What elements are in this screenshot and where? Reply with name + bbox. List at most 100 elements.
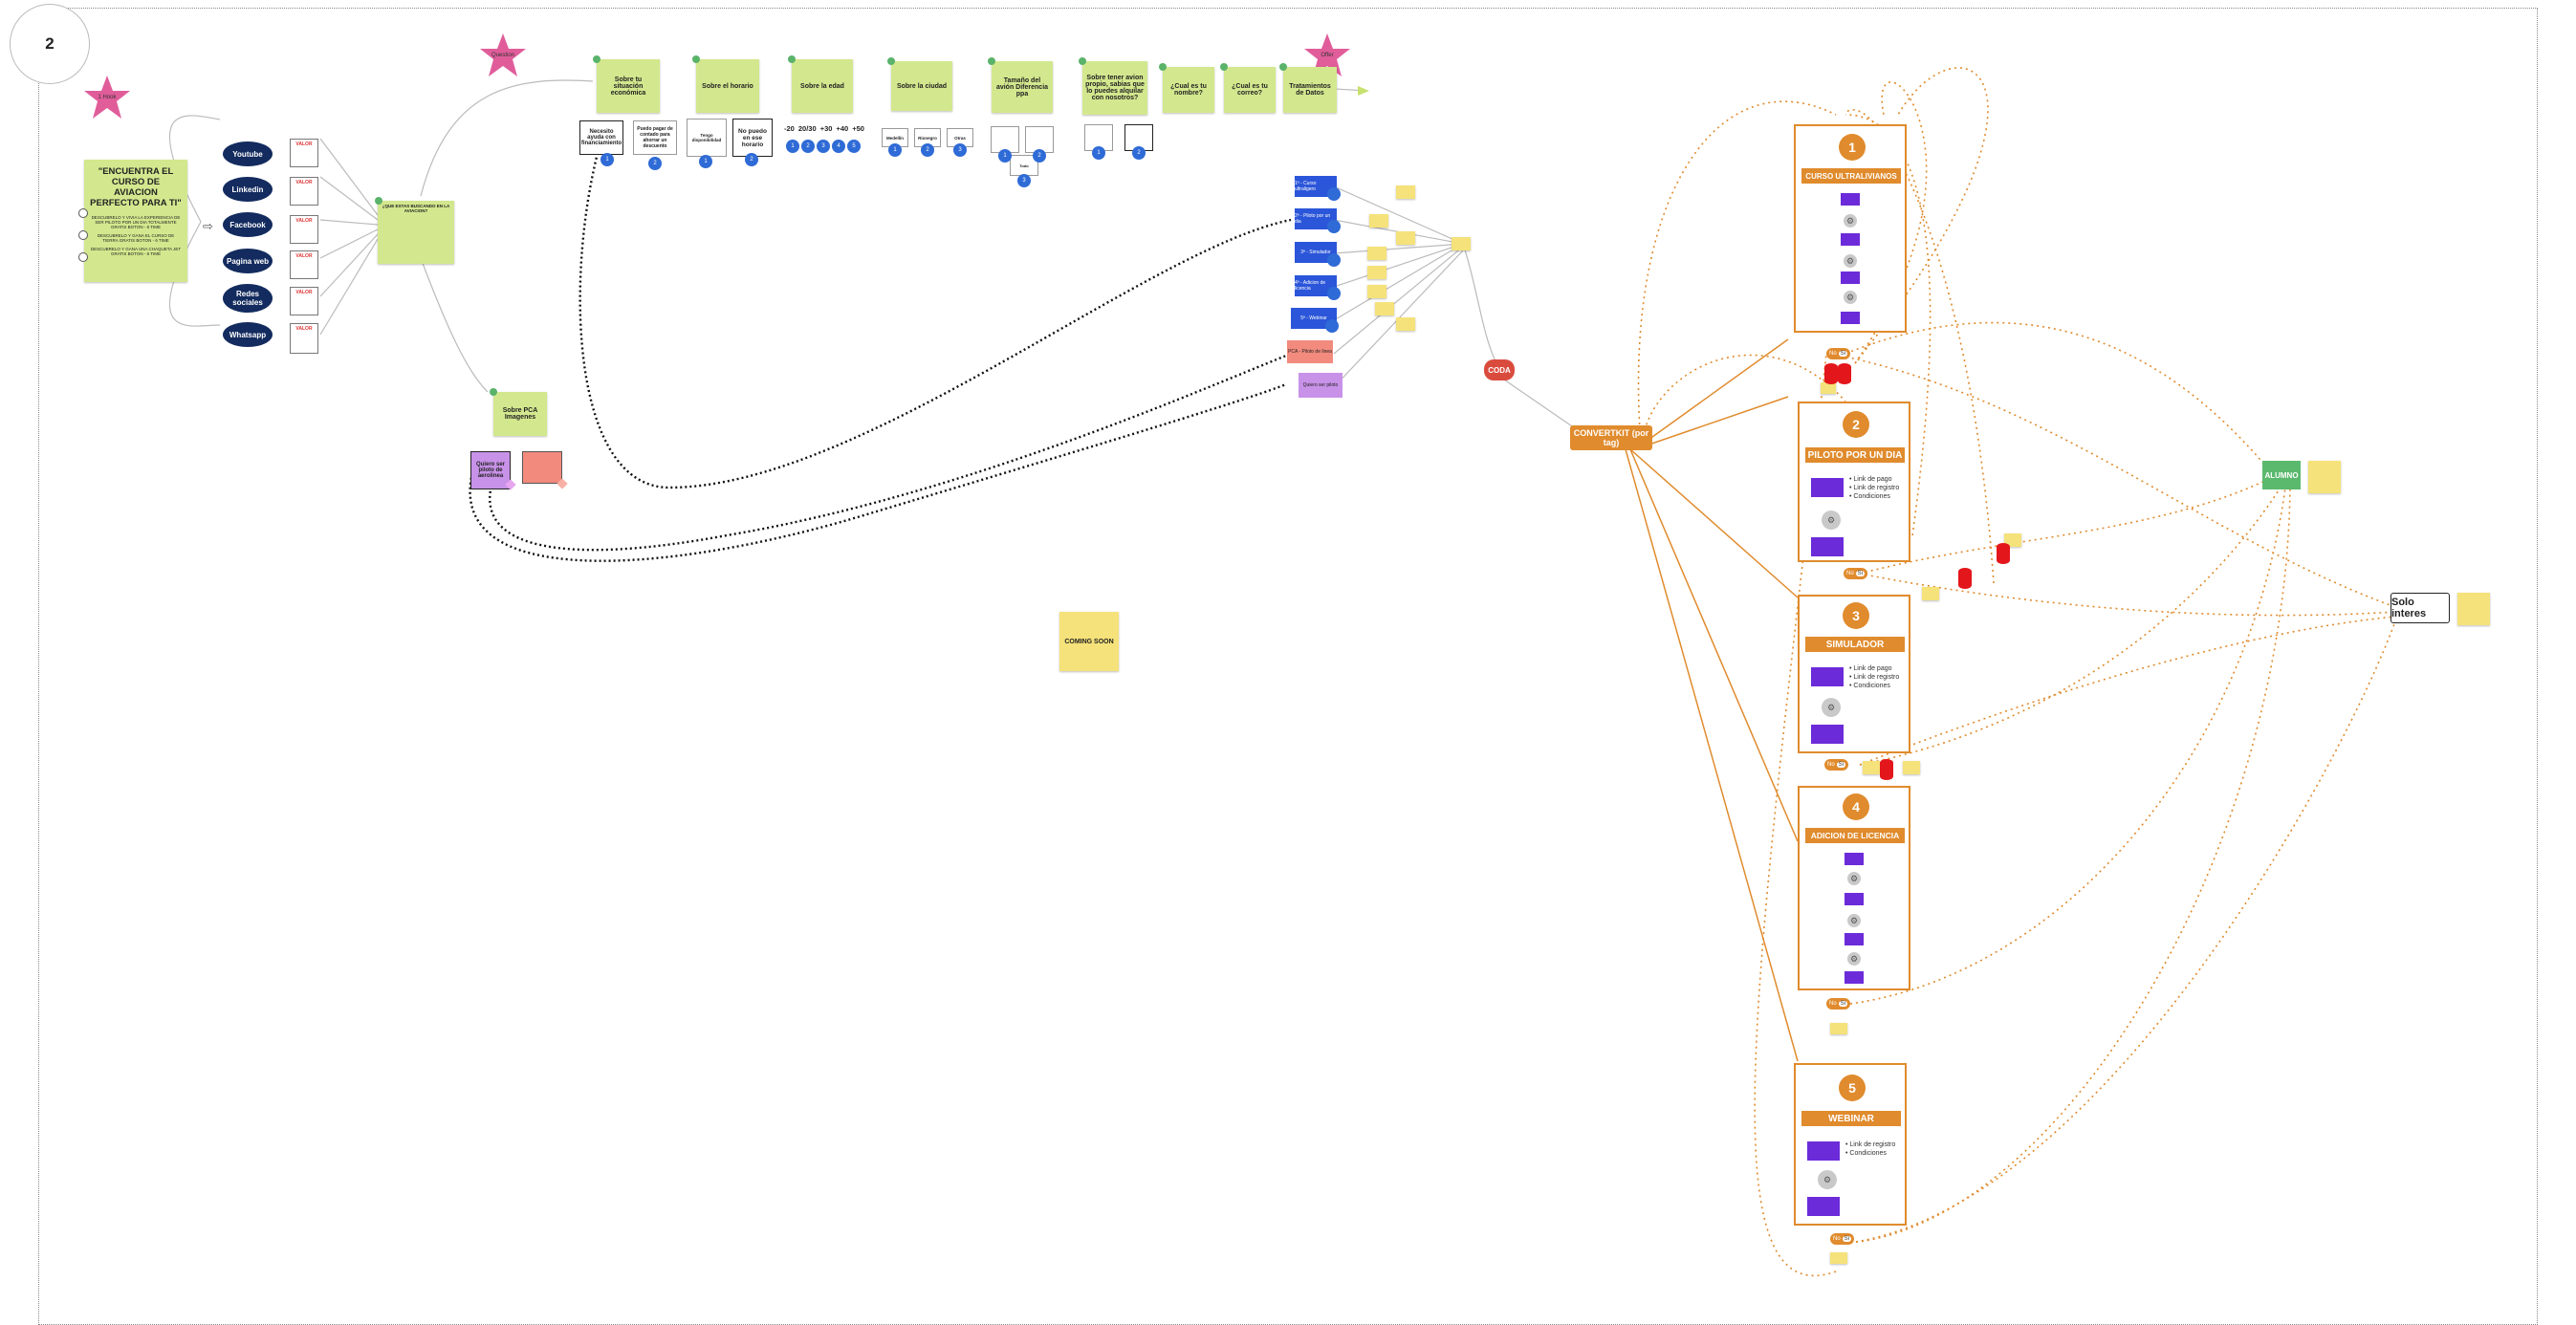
bullet: • Condiciones [1849, 492, 1890, 500]
pca-title: Sobre PCA Imagenes [502, 407, 538, 421]
age-option[interactable]: 20/30 [797, 124, 817, 133]
arrow-right-icon: ⇨ [203, 219, 213, 233]
question-sticky-6: Sobre tener avion propio, sabias que lo … [1082, 61, 1147, 115]
step-dot [375, 197, 382, 205]
bullet: • Link de registro [1849, 673, 1900, 681]
convertkit-node[interactable]: CONVERTKIT (por tag) [1570, 425, 1652, 450]
database-icon [1958, 568, 1972, 589]
channel-whatsapp[interactable]: Whatsapp [223, 322, 273, 347]
page-number-badge: 2 [10, 4, 90, 84]
channel-label: Redes sociales [232, 290, 263, 307]
channel-label: Whatsapp [229, 330, 267, 339]
result-marker [1325, 319, 1339, 333]
option-marker: 2 [745, 153, 758, 166]
note-sticky [1375, 302, 1394, 315]
channel-label: Pagina web [226, 256, 269, 266]
convertkit-label: CONVERTKIT (por tag) [1573, 427, 1649, 447]
channel-linkedin[interactable]: Linkedin [223, 177, 273, 202]
result-button[interactable]: 2ª - Piloto por un dia [1295, 208, 1337, 229]
hero-line: DESCUBRELO Y GANA UNA CHAQUETA JET GRATI… [90, 246, 182, 256]
hero-title: "ENCUENTRA EL CURSO DE AVIACION PERFECTO… [90, 166, 182, 208]
question-intro-sticky: ¿QUE ESTAS BUSCANDO EN LA AVIACION? [378, 201, 454, 264]
result-button[interactable]: Quiero ser piloto [1299, 373, 1343, 398]
option-label: Otras [954, 135, 966, 141]
channel-facebook[interactable]: Facebook [223, 212, 273, 237]
result-label: Quiero ser piloto [1302, 382, 1339, 388]
bullet: • Link de pago [1849, 476, 1892, 483]
database-icon [1997, 543, 2010, 564]
age-option[interactable]: +30 [819, 124, 833, 133]
answer-option[interactable]: Tengo disponibilidad [687, 119, 727, 157]
option-marker: 3 [953, 143, 967, 157]
channel-pagina-web[interactable]: Pagina web [223, 249, 273, 273]
card-label: VALOR [295, 218, 313, 224]
note-sticky [1367, 266, 1386, 279]
coda-label: CODA [1488, 365, 1511, 375]
alumno-node[interactable]: ALUMNO [2262, 461, 2301, 489]
pca-option-purple[interactable]: Quiero ser piloto de aerolinea [470, 451, 511, 489]
question-sticky-8: ¿Cual es tu correo? [1224, 67, 1276, 113]
bullet-text: Condiciones [1853, 492, 1890, 500]
bullet-text: Condiciones [1849, 1149, 1887, 1157]
card-label: VALOR [295, 253, 313, 259]
database-icon [1880, 759, 1893, 780]
step-dot [788, 55, 796, 63]
option-marker: 1 [1092, 146, 1105, 160]
question-title: ¿Cual es tu correo? [1232, 83, 1268, 97]
channel-youtube[interactable]: Youtube [223, 141, 273, 166]
age-option[interactable]: +40 [836, 124, 849, 133]
question-title: Sobre tu situación económica [610, 76, 646, 97]
answer-option[interactable] [991, 126, 1019, 153]
bullet: • Condiciones [1849, 682, 1890, 689]
channel-card: VALOR [290, 323, 318, 354]
result-button[interactable]: PCA - Piloto de linea [1287, 340, 1333, 363]
note-sticky [1821, 382, 1836, 394]
hero-line: DESCUBRELO Y VIVIA LA EXPERIENCIA DE SER… [91, 214, 181, 229]
hero-bullet-icon [78, 208, 88, 218]
answer-option[interactable]: Puedo pagar de contado para ahorrar un d… [633, 120, 677, 155]
solo-interes-node[interactable]: Solo interes [2390, 593, 2450, 623]
note-sticky [1396, 317, 1415, 331]
coda-node[interactable]: CODA [1484, 359, 1515, 380]
question-sticky-9: Tratamientos de Datos [1283, 67, 1337, 113]
pill-si: Si [1836, 762, 1846, 768]
gear-icon: ⚙ [1847, 952, 1861, 966]
step-dot [1159, 63, 1167, 71]
note-sticky [1396, 185, 1415, 199]
option-label: Todo [1019, 163, 1029, 168]
option-label: Quiero ser piloto de aerolinea [475, 462, 505, 479]
question-sticky-4: Sobre la ciudad [891, 61, 952, 111]
note-sticky [1369, 214, 1388, 228]
pill-no: No [1829, 351, 1837, 357]
pill-si: Si [1838, 351, 1848, 357]
channel-redes-sociales[interactable]: Redes sociales [223, 284, 273, 313]
pill-no: No [1827, 762, 1835, 768]
age-option[interactable]: +50 [852, 124, 864, 133]
course-card-5: 5 WEBINAR • Link de registro • Condicion… [1794, 1063, 1907, 1226]
option-label: Necesito ayuda con financiamiento [580, 129, 622, 146]
answer-option[interactable]: No puedo en ese horario [732, 119, 773, 157]
pca-option-pink[interactable] [522, 451, 562, 484]
email-icon [1845, 893, 1864, 905]
bullet-text: Link de registro [1853, 673, 1900, 681]
option-marker: 1 [888, 143, 902, 157]
gear-icon: ⚙ [1822, 698, 1841, 717]
alumno-note-sticky [2308, 461, 2341, 493]
result-button[interactable]: 4ª - Adicion de licencia [1295, 275, 1337, 296]
step-dot [490, 388, 497, 396]
course-title: CURSO ULTRALIVIANOS [1801, 168, 1901, 184]
question-intro-text: ¿QUE ESTAS BUSCANDO EN LA AVIACION? [382, 204, 450, 213]
age-option[interactable]: -20 [784, 124, 795, 133]
result-button[interactable]: 1ª - Curso ultraligero [1295, 176, 1337, 197]
card-label: VALOR [295, 141, 313, 147]
pill-si: Si [1855, 571, 1866, 576]
interes-note-sticky [2457, 593, 2490, 625]
answer-option[interactable]: Necesito ayuda con financiamiento [579, 120, 623, 155]
result-button[interactable]: 3ª - Simulador [1295, 242, 1337, 263]
page-number: 2 [45, 34, 55, 53]
